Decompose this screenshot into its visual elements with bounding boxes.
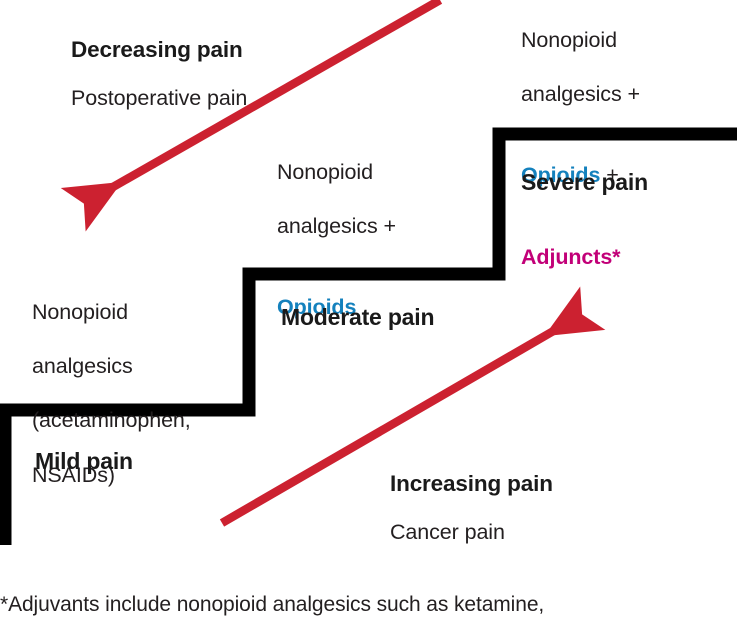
tier-label-severe: Severe pain [521,169,648,195]
severe-line-adjuncts: Adjuncts* [521,217,737,271]
increasing-pain-heading: Increasing pain [390,471,553,497]
increasing-pain-subtext: Cancer pain [390,519,505,544]
decreasing-pain-subtext: Postoperative pain [71,85,248,110]
severe-line-opioids-plus: Opioids + [521,135,737,189]
opioids-label: Opioids [277,295,357,320]
severe-treatment-text: Nonopioid analgesics + Opioids + Adjunct… [521,0,737,298]
severe-line-analgesics-plus: analgesics + [521,82,640,107]
tier-label-moderate: Moderate pain [281,304,435,330]
tier-label-mild: Mild pain [35,448,133,474]
severe-line-nonopioid: Nonopioid [521,28,617,53]
increasing-pain-annotation: Increasing pain Cancer pain [390,450,690,566]
mild-line-acetaminophen: (acetaminophen, [32,408,191,433]
mild-line-nonopioid: Nonopioid [32,300,128,325]
moderate-line-analgesics-plus: analgesics + [277,214,396,239]
mild-line-analgesics: analgesics [32,354,133,379]
mild-line-nsaids: NSAIDs) [32,462,115,487]
moderate-treatment-text: Nonopioid analgesics + Opioids [277,132,492,349]
footnote-line-1: *Adjuvants include nonopioid analgesics … [0,592,545,616]
moderate-line-nonopioid: Nonopioid [277,160,373,185]
opioids-plus-sign: + [600,163,619,188]
decreasing-pain-annotation: Decreasing pain Postoperative pain [71,16,371,132]
mild-treatment-text: Nonopioid analgesics (acetaminophen, NSA… [32,272,247,516]
decreasing-pain-arrow [60,0,443,232]
footnote: *Adjuvants include nonopioid analgesics … [0,565,720,631]
increasing-pain-arrow [219,286,606,527]
adjuncts-label: Adjuncts* [521,244,621,269]
opioids-label: Opioids [521,163,601,188]
step-outline-path [0,127,737,545]
decreasing-pain-heading: Decreasing pain [71,37,243,63]
moderate-line-opioids: Opioids [277,267,492,321]
